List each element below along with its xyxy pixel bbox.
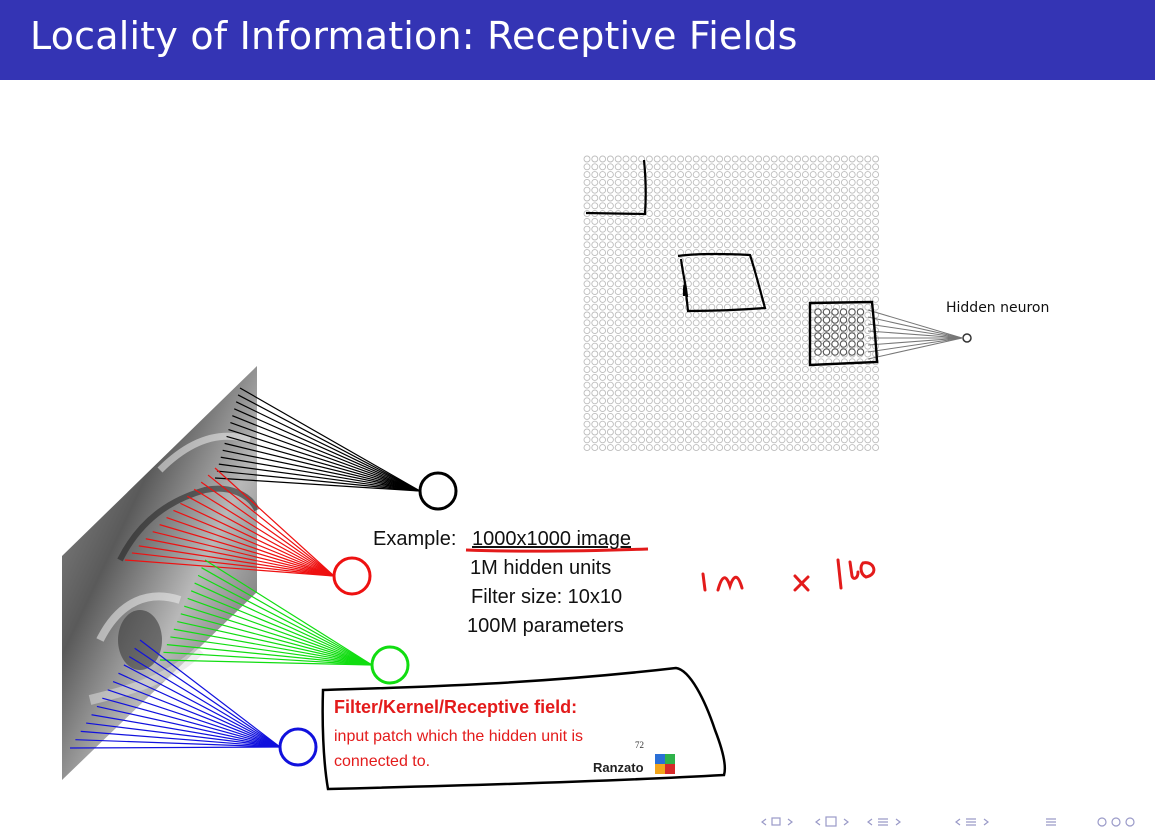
example-image-size: 1000x1000 image (472, 528, 631, 551)
example-hidden-units: 1M hidden units (470, 557, 611, 580)
hidden-neuron-label: Hidden neuron (946, 300, 1049, 316)
page-number: 72 (635, 740, 644, 750)
nav-search-icon (1098, 818, 1106, 826)
example-label: Example: (373, 528, 456, 551)
beamer-navigation-bar[interactable] (760, 815, 1155, 828)
example-parameters: 100M parameters (467, 615, 624, 638)
hidden-neuron-dot (963, 334, 971, 342)
example-filter-size: Filter size: 10x10 (471, 586, 622, 609)
hidden-unit-red (334, 558, 370, 594)
credit-label: Ranzato (593, 760, 644, 775)
nav-prev-icon (762, 819, 766, 825)
definition-body: input patch which the hidden unit is con… (334, 724, 634, 774)
nav-frame-icon (772, 818, 780, 825)
definition-title: Filter/Kernel/Receptive field: (334, 697, 577, 718)
hidden-unit-black (420, 473, 456, 509)
receptive-field-connections (868, 310, 962, 359)
nav-next-icon (788, 819, 792, 825)
hand-annotation (703, 560, 874, 590)
input-image (62, 366, 257, 780)
hidden-unit-green (372, 647, 408, 683)
ranzato-logo-icon (655, 754, 675, 774)
hidden-unit-blue (280, 729, 316, 765)
